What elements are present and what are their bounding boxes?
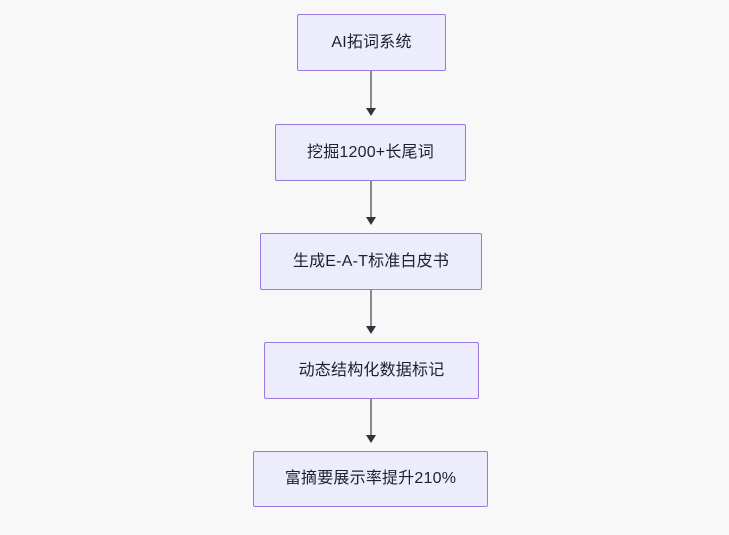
node-label: 挖掘1200+长尾词 (307, 143, 434, 161)
node-label: 富摘要展示率提升210% (284, 470, 457, 487)
edge-line (370, 290, 372, 327)
arrowhead-icon (366, 217, 376, 225)
node-label: 动态结构化数据标记 (298, 361, 445, 379)
flowchart-node-n2[interactable]: 挖掘1200+长尾词 (275, 124, 466, 181)
node-label: 生成E-A-T标准白皮书 (292, 252, 450, 270)
flowchart-node-n4[interactable]: 动态结构化数据标记 (264, 342, 479, 399)
flowchart-node-n5[interactable]: 富摘要展示率提升210% (253, 451, 488, 507)
arrowhead-icon (366, 108, 376, 116)
edge-line (370, 181, 372, 218)
arrowhead-icon (366, 326, 376, 334)
flowchart-node-n1[interactable]: AI拓词系统 (297, 14, 446, 71)
edge-line (370, 399, 372, 436)
node-label: AI拓词系统 (331, 33, 412, 51)
edge-line (370, 71, 372, 109)
flowchart-node-n3[interactable]: 生成E-A-T标准白皮书 (260, 233, 482, 290)
arrowhead-icon (366, 435, 376, 443)
